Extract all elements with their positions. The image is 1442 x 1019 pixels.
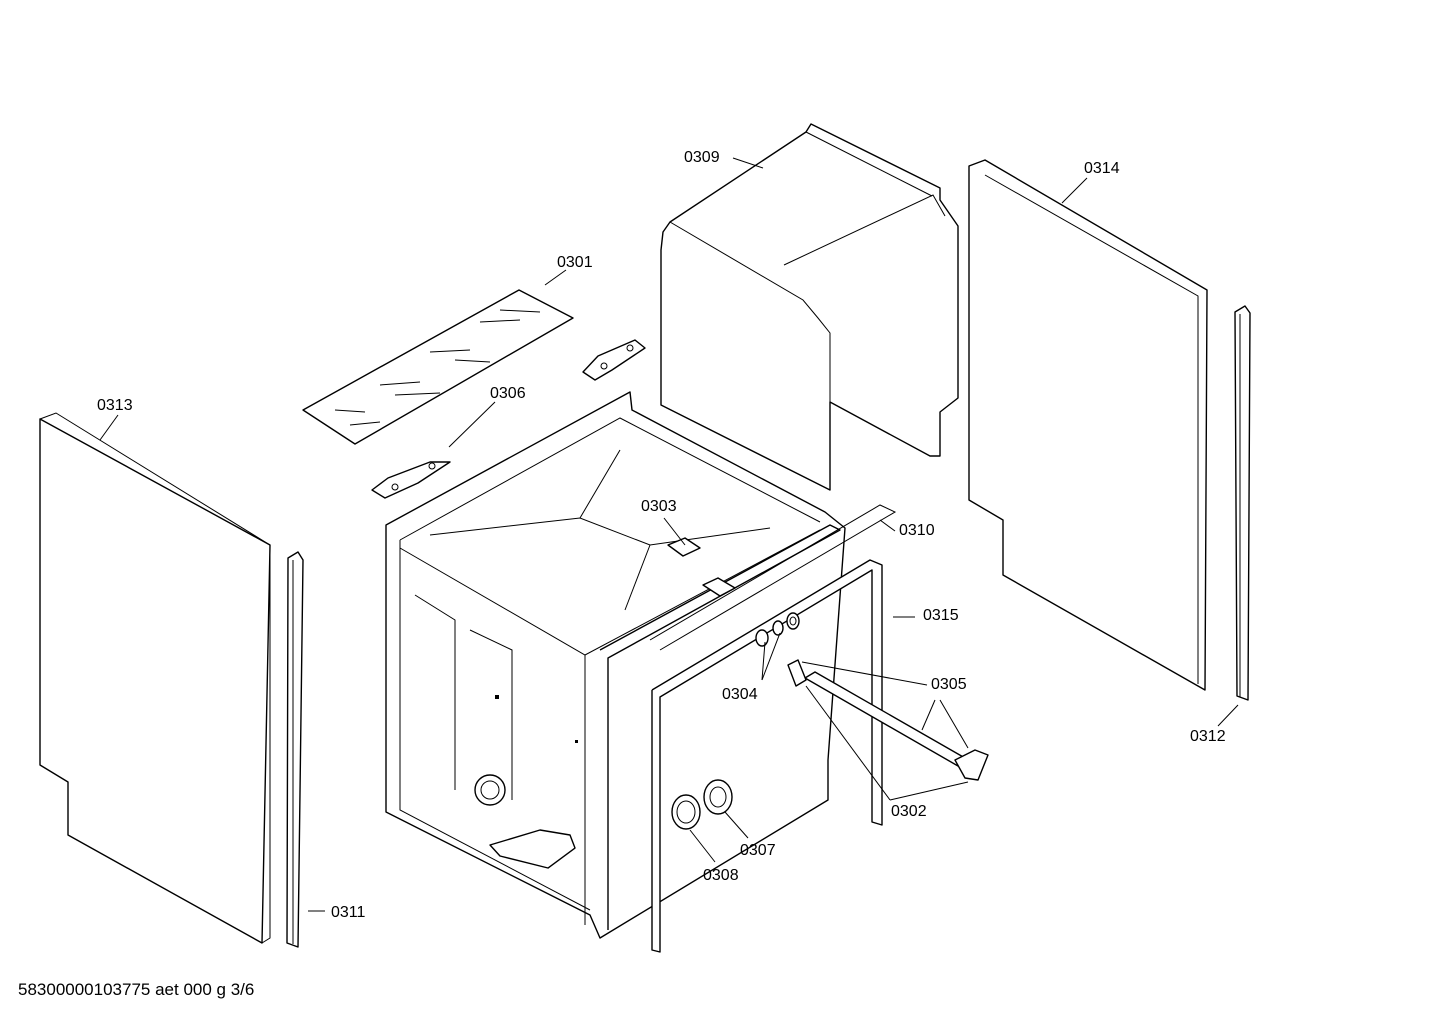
drain-cover-0307 bbox=[703, 779, 733, 815]
trim-strip-right-0312 bbox=[1234, 305, 1251, 701]
clip-0303 bbox=[667, 537, 736, 597]
door-seal-frame-0315 bbox=[599, 504, 897, 953]
trim-strip-left-0311 bbox=[286, 551, 304, 948]
support-bar-0305 bbox=[787, 659, 989, 781]
label-0307: 0307 bbox=[740, 842, 776, 859]
label-0310: 0310 bbox=[899, 522, 935, 539]
label-0312: 0312 bbox=[1190, 728, 1226, 745]
label-0301: 0301 bbox=[557, 254, 593, 271]
drawing-reference-footer: 58300000103775 aet 000 g 3/6 bbox=[18, 980, 255, 999]
label-0315: 0315 bbox=[923, 607, 959, 624]
mounting-bracket-0306 bbox=[371, 339, 646, 499]
top-cover-0309 bbox=[660, 123, 959, 491]
label-0304: 0304 bbox=[722, 686, 758, 703]
seal-ring-0308 bbox=[671, 794, 701, 830]
part-labels: 0309 0314 0301 0306 0313 0303 0310 0315 … bbox=[97, 149, 1226, 921]
label-0306: 0306 bbox=[490, 385, 526, 402]
label-0305: 0305 bbox=[931, 676, 967, 693]
leader-lines bbox=[99, 157, 1239, 912]
label-0314: 0314 bbox=[1084, 160, 1120, 177]
label-0302: 0302 bbox=[891, 803, 927, 820]
label-0311: 0311 bbox=[331, 904, 366, 921]
side-panel-right-0314 bbox=[968, 159, 1208, 691]
main-tub-frame bbox=[385, 391, 846, 939]
label-0303: 0303 bbox=[641, 498, 677, 515]
label-0313: 0313 bbox=[97, 397, 133, 414]
label-0308: 0308 bbox=[703, 867, 739, 884]
insulation-mat-0301 bbox=[302, 289, 574, 445]
fitting-0304 bbox=[755, 612, 800, 647]
label-0309: 0309 bbox=[684, 149, 720, 166]
side-panel-left-0313 bbox=[39, 412, 271, 944]
